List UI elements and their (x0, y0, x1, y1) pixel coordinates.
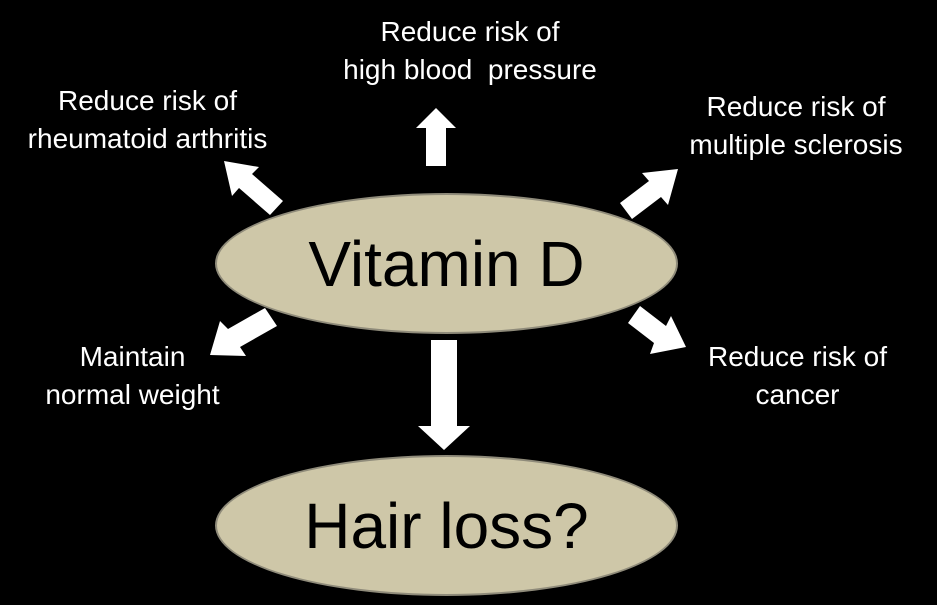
hair-loss-node: Hair loss? (215, 455, 678, 596)
vitamin-d-label: Vitamin D (308, 227, 585, 300)
label-normal-weight: Maintain normal weight (25, 338, 240, 414)
label-cancer: Reduce risk of cancer (690, 338, 905, 414)
label-high-blood-pressure: Reduce risk of high blood pressure (330, 13, 610, 89)
vitamin-d-node: Vitamin D (215, 193, 678, 334)
hair-loss-label: Hair loss? (304, 489, 589, 562)
label-rheumatoid-arthritis: Reduce risk of rheumatoid arthritis (5, 82, 290, 158)
label-line: Reduce risk of (706, 91, 886, 122)
label-line: high blood pressure (343, 54, 597, 85)
label-line: cancer (755, 379, 840, 410)
label-line: multiple sclerosis (689, 129, 903, 160)
label-line: normal weight (45, 379, 220, 410)
label-line: rheumatoid arthritis (27, 123, 268, 154)
label-line: Reduce risk of (58, 85, 237, 116)
arrow-downleft-weight (210, 308, 277, 356)
label-multiple-sclerosis: Reduce risk of multiple sclerosis (670, 88, 922, 164)
arrow-down-hair-loss (418, 340, 470, 450)
arrow-upright-multiple-sclerosis (620, 169, 678, 219)
arrow-downright-cancer (628, 306, 686, 354)
label-line: Reduce risk of (380, 16, 560, 47)
arrow-upleft-rheumatoid-arthritis (224, 161, 283, 215)
label-line: Reduce risk of (708, 341, 887, 372)
label-line: Maintain (79, 341, 186, 372)
arrow-up-blood-pressure (416, 108, 456, 166)
